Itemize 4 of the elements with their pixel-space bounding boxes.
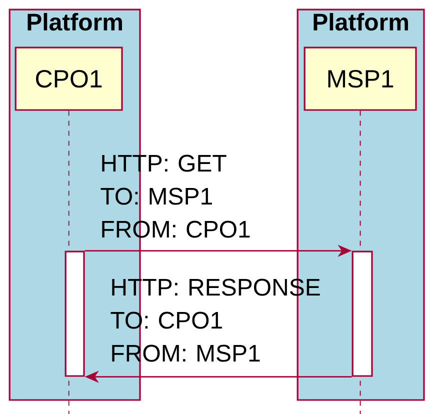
activation-bar bbox=[64, 250, 85, 377]
participant-box: CPO1 bbox=[14, 46, 123, 111]
participant-box: MSP1 bbox=[304, 46, 417, 111]
activation-bar bbox=[352, 250, 373, 377]
